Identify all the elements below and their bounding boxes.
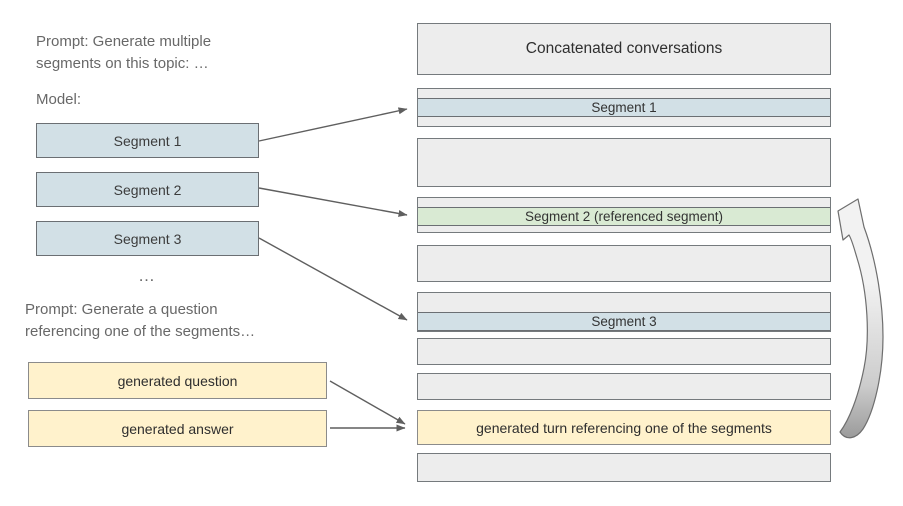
prompt-generate-question-line1: Prompt: Generate a question [25, 301, 218, 318]
more-segments-ellipsis: … [138, 266, 157, 285]
prompt-generate-segments-line1: Prompt: Generate multiple [36, 33, 212, 50]
prompt-generate-question: Prompt: Generate a question referencing … [25, 299, 255, 343]
connector-question-arrow [329, 380, 406, 425]
conversation-block-segment-2: Segment 2 (referenced segment) [417, 197, 831, 233]
connector-segment2-arrow [258, 187, 408, 217]
conversation-block-empty [417, 373, 831, 400]
generated-question-box: generated question [28, 362, 327, 399]
generated-answer-box: generated answer [28, 410, 327, 447]
segment-1-band: Segment 1 [418, 98, 830, 117]
prompt-generate-segments-line2: segments on this topic: … [36, 55, 209, 72]
prompt-generate-segments: Prompt: Generate multiple segments on th… [36, 31, 211, 75]
generated-turn-box: generated turn referencing one of the se… [417, 410, 831, 445]
conversation-block-empty [417, 338, 831, 365]
conversation-filler-strip [418, 117, 830, 126]
model-segment-3-box: Segment 3 [36, 221, 259, 256]
conversation-block-empty [417, 245, 831, 282]
model-segment-2-box: Segment 2 [36, 172, 259, 207]
conversation-filler-strip [418, 226, 830, 232]
connector-segment3-arrow [258, 237, 408, 321]
prompt-generate-question-line2: referencing one of the segments… [25, 323, 256, 340]
model-label: Model: [36, 91, 82, 108]
conversation-block-empty [417, 453, 831, 482]
conversation-block-segment-3: Segment 3 [417, 292, 831, 332]
segment-2-referenced-band: Segment 2 (referenced segment) [418, 207, 830, 226]
connector-segment1-arrow [258, 107, 408, 142]
model-segment-1-box: Segment 1 [36, 123, 259, 158]
conversation-filler-strip [418, 89, 830, 98]
conversation-block-segment-1: Segment 1 [417, 88, 831, 127]
conversation-block-empty [417, 138, 831, 187]
concatenated-conversations-header: Concatenated conversations [417, 23, 831, 75]
conversation-filler-strip [418, 293, 830, 312]
segment-3-band: Segment 3 [418, 312, 830, 331]
conversation-filler-strip [418, 198, 830, 207]
curved-reference-arrow-icon [837, 198, 884, 439]
